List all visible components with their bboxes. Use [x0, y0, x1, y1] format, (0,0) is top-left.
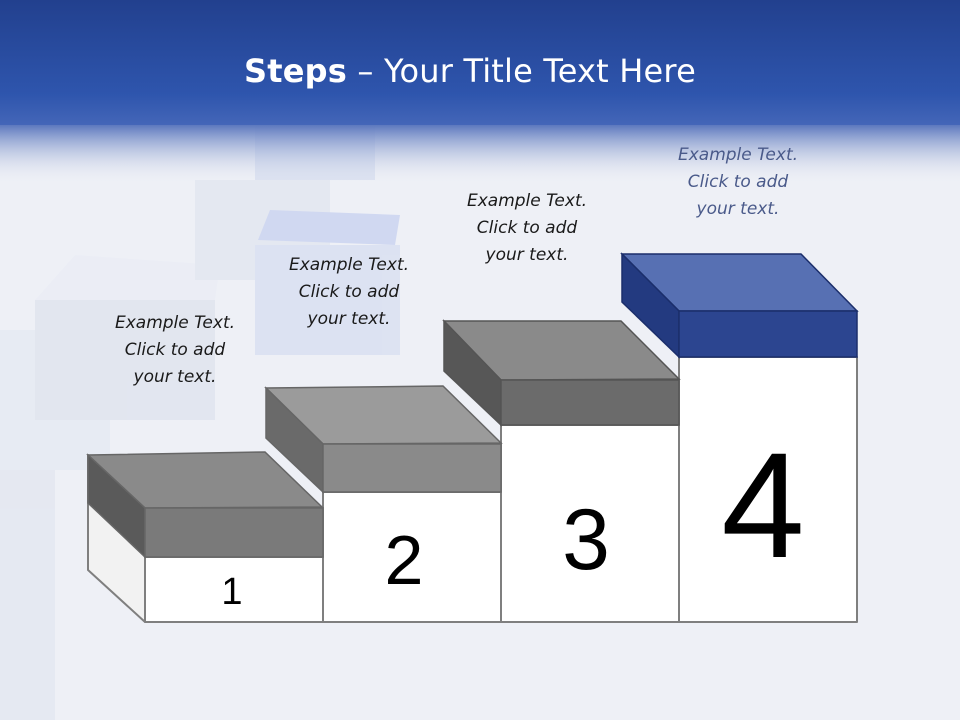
header-band [0, 0, 960, 125]
step-4-caption[interactable]: Example Text. Click to add your text. [648, 142, 828, 223]
caption-line: Click to add [124, 340, 226, 360]
step-3-number: 3 [562, 492, 610, 588]
title-bold: Steps [244, 52, 348, 90]
step-1-column [144, 556, 324, 623]
caption-line: Example Text. [466, 191, 588, 211]
caption-line: Example Text. [288, 255, 410, 275]
step-1-caption[interactable]: Example Text. Click to add your text. [85, 310, 265, 391]
caption-line: Click to add [687, 172, 789, 192]
step-1-block [86, 451, 324, 559]
caption-line: Example Text. [114, 313, 236, 333]
title-rest: – Your Title Text Here [347, 52, 696, 90]
caption-line: Click to add [476, 218, 578, 238]
step-3-block [442, 319, 681, 427]
step-2-caption[interactable]: Example Text. Click to add your text. [259, 252, 439, 333]
step-4-block [620, 252, 859, 359]
caption-line: your text. [133, 367, 217, 387]
step-2-number: 2 [385, 521, 424, 599]
caption-line: Click to add [298, 282, 400, 302]
step-4-column [678, 356, 858, 623]
caption-line: your text. [696, 199, 780, 219]
caption-line: your text. [307, 309, 391, 329]
slide-title[interactable]: Steps – Your Title Text Here [0, 52, 940, 90]
caption-line: your text. [485, 245, 569, 265]
step-3-caption[interactable]: Example Text. Click to add your text. [437, 188, 617, 269]
caption-line: Example Text. [677, 145, 799, 165]
step-2-block [264, 385, 503, 494]
step-4-number: 4 [721, 421, 804, 589]
step-3-column [500, 424, 680, 623]
step-1-number: 1 [221, 571, 242, 613]
